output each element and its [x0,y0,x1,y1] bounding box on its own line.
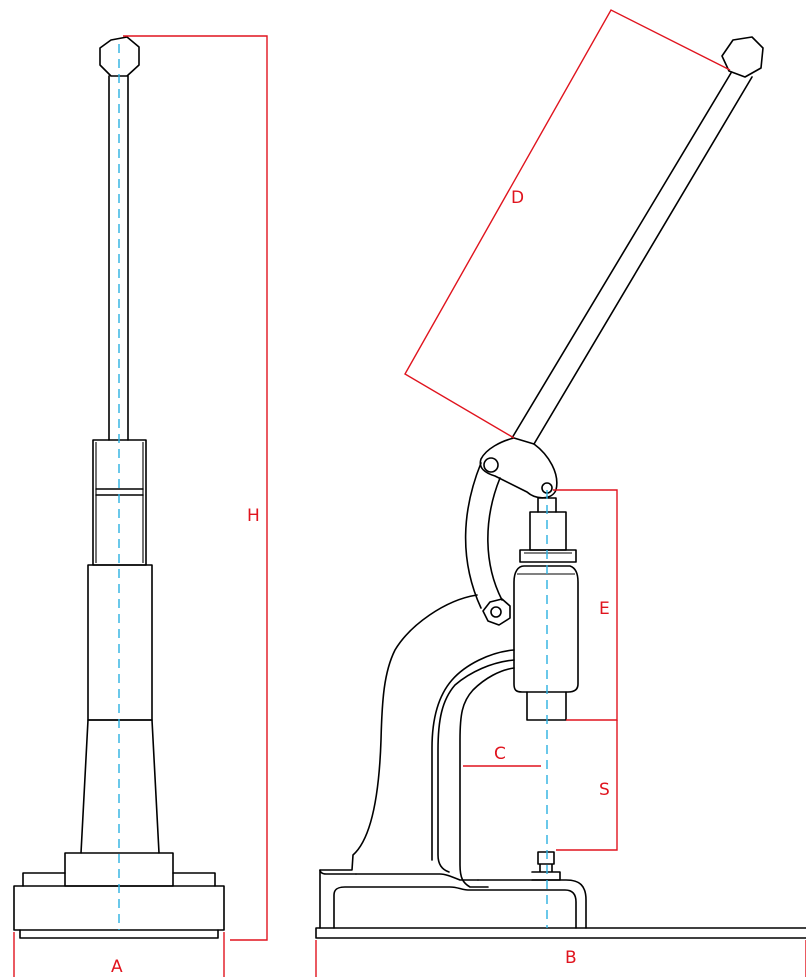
dimension-h-line [123,35,268,941]
dimension-b-line [315,940,806,977]
front-handle-knob [99,36,140,77]
side-ram-cylinder [529,511,567,551]
dimension-e-line [553,489,618,721]
side-lever-pivot [483,457,499,473]
front-base-step [22,872,216,887]
side-anvil [531,851,561,881]
side-housing [513,565,579,693]
side-link-nut [482,598,511,626]
dimension-s-line [556,720,618,851]
side-base-inner [333,886,577,929]
side-frame-inner [437,659,515,873]
dimension-s-label: S [599,780,610,800]
side-base [319,869,587,929]
front-view [13,36,225,939]
dimension-d-label: D [511,188,524,208]
side-frame-throat [459,667,515,888]
dimension-e-label: E [599,599,610,619]
front-handle-rod [108,75,129,441]
side-baseboard [315,927,806,939]
dimension-d-line [404,9,731,439]
front-base [13,885,225,931]
dimension-a-label: A [111,957,123,977]
side-frame-outer [319,594,478,929]
side-lever-head [479,437,558,499]
dimension-a-line [13,932,225,977]
dimension-h-label: H [247,506,260,526]
dimension-c-label: C [494,744,506,764]
front-ram-column [87,564,153,721]
side-link-arm [464,462,503,609]
front-base-plate [19,929,219,939]
side-dimensions [315,9,806,977]
dimension-b-label: B [565,948,577,968]
front-lower-body [80,719,160,854]
side-handle-rod [511,72,753,445]
side-view [315,36,806,939]
side-ram-collar [519,549,577,563]
front-dimensions [13,35,268,977]
side-handle-knob [721,36,764,78]
side-ram-top [537,497,557,513]
